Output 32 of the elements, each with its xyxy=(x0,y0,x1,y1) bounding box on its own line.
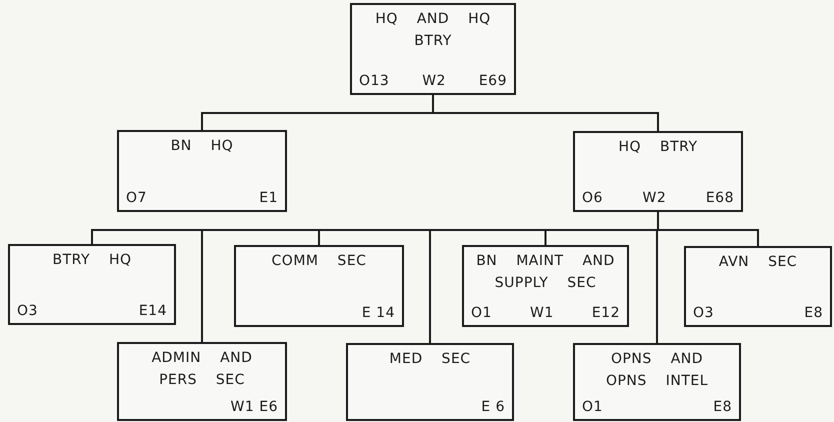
unit-box xyxy=(573,131,743,212)
personnel-strength: E 6 xyxy=(480,398,505,417)
unit-box xyxy=(346,343,514,421)
unit-box xyxy=(684,246,832,327)
unit-box xyxy=(573,343,741,421)
unit-name: HQ BTRY xyxy=(617,138,699,157)
unit-name: HQ AND HQ BTRY xyxy=(374,10,492,51)
unit-name: ADMIN AND PERS SEC xyxy=(150,349,254,390)
unit-box xyxy=(350,3,516,95)
personnel-strength: W1 E6 xyxy=(230,398,278,417)
unit-box xyxy=(234,245,404,327)
personnel-strength: O1 E8 xyxy=(582,398,732,417)
unit-name: COMM SEC xyxy=(270,252,368,271)
unit-name: BN HQ xyxy=(170,137,234,156)
connector-line xyxy=(432,95,659,131)
unit-box xyxy=(462,245,629,327)
unit-name: MED SEC xyxy=(388,350,472,369)
unit-box xyxy=(117,130,287,212)
unit-name: BTRY HQ xyxy=(51,251,133,270)
personnel-strength: O1 W1 E12 xyxy=(471,304,620,323)
personnel-strength: O6 W2 E68 xyxy=(582,189,734,208)
connector-line xyxy=(656,212,659,343)
personnel-strength: O7 E1 xyxy=(126,189,278,208)
personnel-strength: O3 E8 xyxy=(693,304,823,323)
personnel-strength: O13 W2 E69 xyxy=(359,72,507,91)
unit-box xyxy=(117,342,287,421)
personnel-strength: E 14 xyxy=(360,304,395,323)
unit-name: BN MAINT AND SUPPLY SEC xyxy=(475,252,616,293)
unit-box xyxy=(8,244,176,325)
unit-name: OPNS AND OPNS INTEL xyxy=(604,350,710,391)
unit-name: AVN SEC xyxy=(718,253,798,272)
personnel-strength: O3 E14 xyxy=(17,302,167,321)
